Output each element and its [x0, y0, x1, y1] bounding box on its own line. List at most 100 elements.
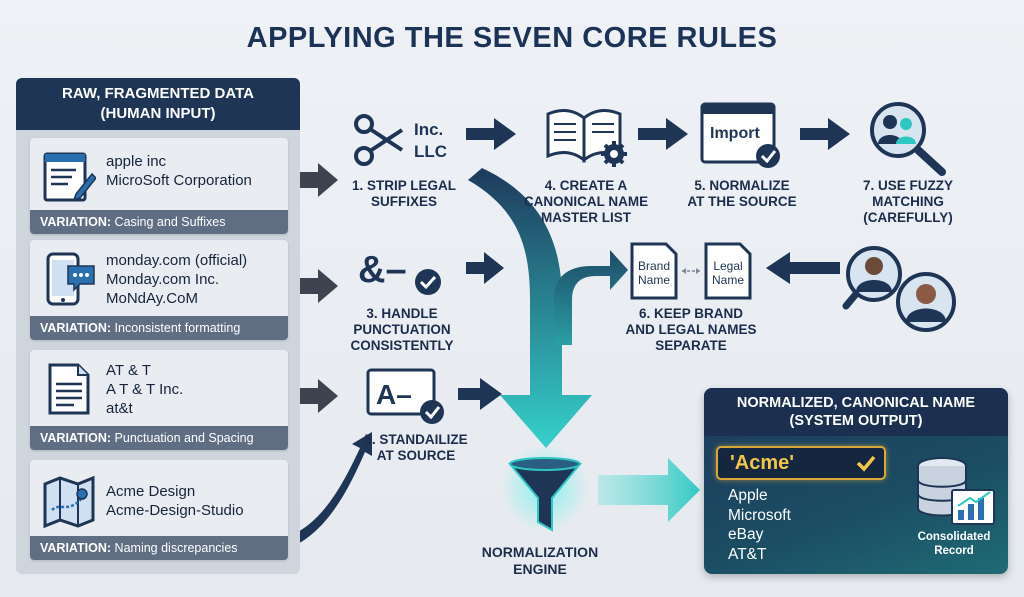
- rule-label-line: 7. USE FUZZY: [862, 178, 953, 193]
- import-window-icon: Import: [700, 102, 780, 168]
- database-chart-icon: [917, 457, 995, 525]
- funnel-icon: [501, 448, 589, 532]
- book-gear-icon: [546, 109, 627, 167]
- map-icon: [43, 475, 95, 528]
- input-card-4: Acme Design Acme-Design-Studio VARIATION…: [30, 460, 288, 560]
- output-flow-arrow: [598, 458, 700, 522]
- variation-text: Casing and Suffixes: [114, 215, 226, 229]
- output-panel-header: NORMALIZED, CANONICAL NAME (SYSTEM OUTPU…: [704, 388, 1008, 436]
- document-icon: [48, 363, 90, 415]
- card-4-lines: Acme Design Acme-Design-Studio: [106, 482, 244, 520]
- canonical-name-box: 'Acme': [716, 446, 886, 480]
- arrow-r5b-out: [458, 378, 502, 410]
- card-line: AT & T: [106, 362, 152, 379]
- card2-arrow: [292, 269, 338, 303]
- legal-doc-line1: Legal: [713, 259, 742, 273]
- card-line: Acme Design: [106, 483, 196, 500]
- consolidated-record-label: Consolidated Record: [902, 530, 1006, 558]
- fuzzy-match-magnifier-icon: [870, 102, 946, 176]
- rule-label-line: SEPARATE: [655, 338, 727, 353]
- card3-arrow: [292, 379, 338, 413]
- input-card-3: AT & T A T & T Inc. at&t VARIATION: Punc…: [30, 350, 288, 450]
- arrow-r3-out: [466, 252, 504, 284]
- rule-label-line: AT SOURCE: [376, 448, 456, 463]
- output-header-line2: (SYSTEM OUTPUT): [789, 413, 923, 429]
- rule-label-line: CONSISTENTLY: [350, 338, 454, 353]
- input-header-line1: RAW, FRAGMENTED DATA: [62, 85, 254, 102]
- rule1-icon-llc: LLC: [414, 142, 447, 161]
- variation-text: Punctuation and Spacing: [114, 431, 254, 445]
- input-card-2: monday.com (official) Monday.com Inc. Mo…: [30, 240, 288, 340]
- variation-bar: VARIATION: Naming discrepancies: [30, 536, 288, 560]
- canonical-list-item: Microsoft: [728, 506, 791, 524]
- rule-label-line: CANONICAL NAME: [523, 194, 649, 209]
- main-flow-arrow: [468, 168, 592, 448]
- card4-arrow: [292, 432, 372, 546]
- brand-doc-line2: Name: [638, 273, 670, 287]
- scissors-icon: Inc. LLC: [354, 114, 447, 166]
- input-card-1: apple inc MicroSoft Corporation VARIATIO…: [30, 138, 288, 234]
- page-title: APPLYING THE SEVEN CORE RULES: [246, 22, 778, 54]
- engine-label-line: ENGINE: [513, 561, 567, 577]
- rule-4-label: 4. CREATE A CANONICAL NAME MASTER LIST: [516, 178, 656, 226]
- people-search-icon: [842, 246, 956, 332]
- canonical-name: 'Acme': [730, 452, 794, 474]
- rule-label-line: PUNCTUATION: [353, 322, 451, 337]
- output-header-line1: NORMALIZED, CANONICAL NAME: [736, 395, 976, 411]
- rule-3-label: 3. HANDLE PUNCTUATION CONSISTENTLY: [330, 306, 474, 354]
- rule-label-line: AND LEGAL NAMES: [625, 322, 757, 337]
- brand-flow-arrow: [554, 250, 628, 345]
- card-line: at&t: [106, 400, 133, 417]
- rule-5-normalize-label: 5. NORMALIZE AT THE SOURCE: [672, 178, 812, 210]
- card-line: MicroSoft Corporation: [106, 172, 252, 189]
- rule-label-line: MASTER LIST: [541, 210, 631, 225]
- rule-label-line: SUFFIXES: [370, 194, 437, 209]
- document-edit-icon: [43, 152, 96, 202]
- card1-arrow: [292, 163, 338, 197]
- rule-7-label: 7. USE FUZZY MATCHING (CAREFULLY): [838, 178, 978, 226]
- import-icon-text: Import: [710, 125, 760, 142]
- rule1-icon-inc: Inc.: [414, 120, 443, 139]
- rule-label-line: 1. STRIP LEGAL: [351, 178, 457, 193]
- record-label-line: Consolidated: [917, 531, 991, 543]
- canonical-name-list: Apple Microsoft eBay AT&T: [728, 486, 791, 564]
- record-label-line: Record: [934, 545, 974, 557]
- card-line: apple inc: [106, 153, 167, 170]
- rule-label-line: 6. KEEP BRAND: [638, 306, 744, 321]
- rule-label-line: MATCHING: [872, 194, 944, 209]
- rule-label-line: 3. HANDLE: [366, 306, 438, 321]
- legal-doc-line2: Name: [712, 273, 744, 287]
- rule-1-label: 1. STRIP LEGAL SUFFIXES: [334, 178, 474, 210]
- canonical-list-item: Apple: [728, 487, 768, 504]
- card-line: Monday.com Inc.: [106, 271, 220, 288]
- input-panel-header: RAW, FRAGMENTED DATA (HUMAN INPUT): [16, 78, 300, 130]
- variation-bar: VARIATION: Casing and Suffixes: [30, 210, 288, 234]
- card-line: monday.com (official): [106, 252, 248, 269]
- rule-label-line: AT THE SOURCE: [687, 194, 797, 209]
- rule-5-standardize-label: 5. STANDAILIZE AT SOURCE: [350, 432, 482, 464]
- punctuation-icon-text: &–: [358, 249, 407, 291]
- variation-prefix: VARIATION:: [40, 541, 112, 555]
- engine-label: NORMALIZATION ENGINE: [460, 544, 620, 578]
- card-3-lines: AT & T A T & T Inc. at&t: [106, 361, 183, 418]
- variation-bar: VARIATION: Inconsistent formatting: [30, 316, 288, 340]
- variation-bar: VARIATION: Punctuation and Spacing: [30, 426, 288, 450]
- variation-prefix: VARIATION:: [40, 321, 112, 335]
- card-line: A T & T Inc.: [106, 381, 184, 398]
- check-icon: [856, 455, 876, 472]
- arrow-r7-r6: [766, 252, 840, 284]
- phone-chat-icon: [46, 252, 95, 306]
- rule-label-line: 5. STANDAILIZE: [364, 432, 468, 447]
- card-2-lines: monday.com (official) Monday.com Inc. Mo…: [106, 251, 247, 308]
- engine-label-line: NORMALIZATION: [481, 544, 599, 560]
- brand-legal-docs-icon: Brand Name Legal Name: [630, 242, 752, 300]
- rule-label-line: 5. NORMALIZE: [694, 178, 790, 193]
- variation-prefix: VARIATION:: [40, 215, 112, 229]
- input-header-line2: (HUMAN INPUT): [100, 105, 216, 122]
- rule-label-line: (CAREFULLY): [863, 210, 953, 225]
- canonical-list-item: eBay: [728, 526, 764, 543]
- brand-doc-line1: Brand: [638, 259, 670, 273]
- rule-label-line: 4. CREATE A: [544, 178, 628, 193]
- punctuation-check-icon: &–: [358, 249, 441, 295]
